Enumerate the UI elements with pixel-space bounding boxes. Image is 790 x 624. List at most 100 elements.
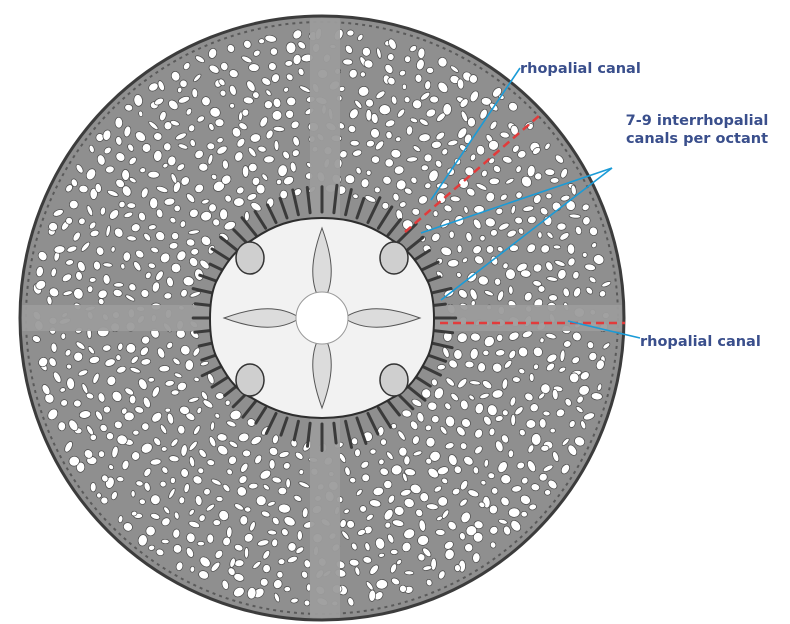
canal-hole — [402, 84, 406, 90]
canal-hole — [421, 165, 429, 171]
canal-hole — [512, 376, 520, 382]
canal-hole — [437, 364, 446, 370]
canal-hole — [215, 119, 224, 127]
canal-hole — [244, 547, 248, 558]
canal-hole — [244, 507, 251, 513]
canal-hole — [404, 456, 411, 466]
canal-hole — [404, 56, 411, 63]
canal-hole — [349, 477, 356, 483]
canal-hole — [531, 433, 541, 445]
canal-hole — [557, 223, 567, 231]
canal-hole — [150, 198, 158, 209]
canal-hole — [385, 159, 393, 167]
canal-hole — [362, 47, 371, 56]
canal-hole — [457, 245, 462, 253]
label-interrhopalial-line1: 7-9 interrhopalial — [612, 112, 782, 130]
canal-hole — [404, 571, 414, 575]
canal-hole — [173, 544, 182, 553]
label-rhopalial-canal-right: rhopalial canal — [640, 333, 761, 351]
canal-hole — [390, 549, 398, 554]
canal-hole — [98, 451, 104, 458]
canal-hole — [131, 490, 135, 497]
canal-hole — [164, 292, 172, 299]
canal-hole — [347, 30, 355, 37]
canal-hole — [366, 170, 371, 175]
canal-hole — [129, 395, 136, 404]
canal-hole — [529, 373, 534, 381]
canal-hole — [465, 361, 474, 368]
canal-hole — [412, 99, 422, 109]
canal-hole — [508, 450, 514, 458]
canal-hole — [534, 172, 542, 180]
canal-hole — [426, 67, 434, 73]
canal-hole — [285, 60, 293, 67]
canal-hole — [58, 422, 66, 431]
canal-hole — [430, 96, 439, 103]
canal-hole — [553, 245, 561, 250]
canal-hole — [284, 586, 291, 591]
canal-hole — [103, 406, 111, 414]
canal-hole — [220, 209, 228, 220]
canal-hole — [343, 59, 353, 66]
canal-hole — [286, 42, 296, 54]
canal-hole — [569, 373, 579, 383]
canal-hole — [433, 210, 439, 217]
canal-hole — [133, 430, 139, 435]
canal-hole — [278, 487, 287, 495]
canal-hole — [259, 39, 265, 44]
canal-hole — [526, 420, 536, 429]
canal-hole — [165, 408, 171, 412]
canal-hole — [87, 286, 93, 293]
canal-hole — [269, 460, 275, 470]
canal-hole — [274, 140, 279, 151]
canal-hole — [370, 449, 377, 455]
canal-hole — [548, 294, 557, 301]
manubrium — [210, 218, 434, 418]
canal-hole — [121, 169, 129, 180]
canal-hole — [192, 88, 199, 98]
canal-hole — [256, 496, 266, 506]
canal-hole — [449, 231, 454, 238]
canal-hole — [544, 489, 550, 495]
label-rhopalial-canal-top: rhopalial canal — [520, 60, 641, 78]
canal-hole — [546, 193, 552, 199]
canal-hole — [242, 166, 249, 178]
canal-hole — [159, 365, 170, 372]
canal-hole — [539, 419, 546, 429]
label-interrhopalial-line2: canals per octant — [612, 130, 782, 148]
canal-hole — [61, 333, 66, 340]
canal-hole — [197, 541, 204, 545]
canal-hole — [483, 350, 490, 356]
canal-hole — [538, 286, 545, 293]
canal-hole — [116, 476, 124, 482]
canal-hole — [469, 74, 477, 83]
canal-hole — [161, 447, 167, 452]
canal-hole — [508, 286, 513, 295]
canal-hole — [508, 508, 520, 518]
canal-hole — [467, 117, 475, 127]
canal-hole — [543, 411, 551, 417]
canal-hole — [148, 377, 155, 382]
canal-hole — [478, 363, 486, 372]
canal-hole — [350, 140, 359, 146]
canal-hole — [216, 496, 223, 502]
label-interrhopalial-canals: 7-9 interrhopalial canals per octant — [612, 112, 782, 148]
canal-hole — [215, 393, 224, 400]
canal-hole — [505, 269, 516, 280]
canal-hole — [473, 532, 483, 542]
canal-hole — [161, 539, 169, 544]
canal-hole — [354, 449, 360, 457]
canal-hole — [511, 414, 516, 425]
canal-hole — [90, 482, 96, 491]
canal-hole — [582, 252, 587, 257]
canal-hole — [248, 64, 259, 72]
canal-hole — [550, 428, 555, 433]
canal-hole — [242, 450, 250, 457]
canal-hole — [406, 126, 413, 136]
canal-hole — [415, 74, 422, 83]
canal-hole — [454, 564, 461, 572]
canal-hole — [366, 109, 372, 121]
canal-hole — [426, 437, 436, 447]
canal-hole — [286, 97, 296, 106]
